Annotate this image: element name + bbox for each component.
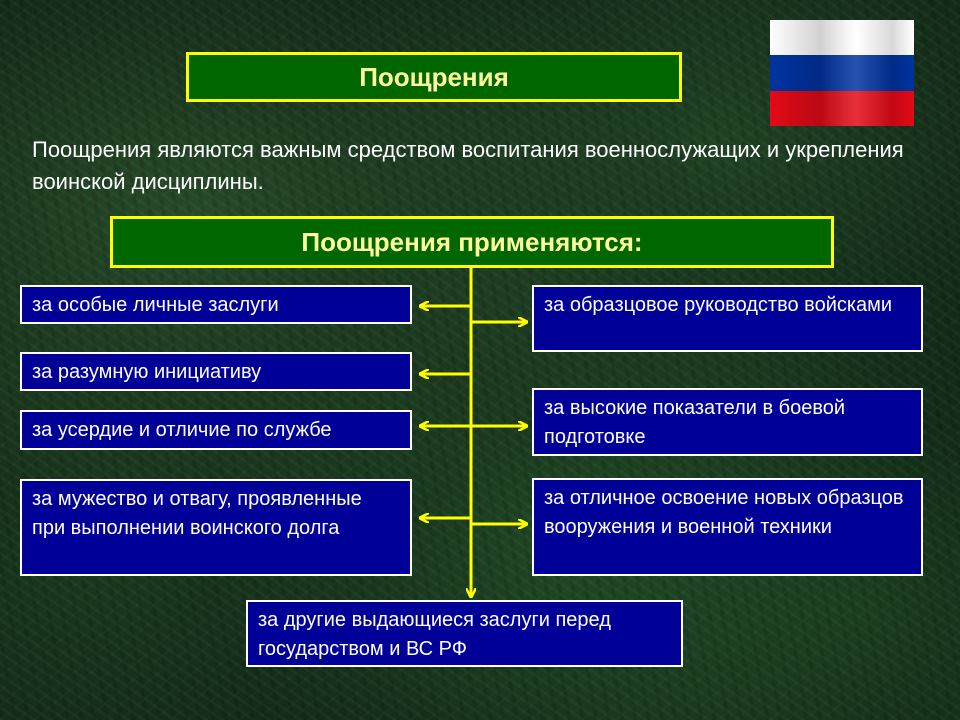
left-item-2: за разумную инициативу — [20, 352, 412, 391]
right-item-2: за высокие показатели в боевой подготовк… — [532, 388, 923, 456]
subtitle-header: Поощрения применяются: — [110, 216, 834, 268]
slide-title: Поощрения — [186, 52, 682, 102]
left-item-3: за усердие и отличие по службе — [20, 410, 412, 450]
subtitle-text: Поощрения применяются: — [301, 226, 643, 257]
left-item-1: за особые личные заслуги — [20, 285, 412, 324]
left-item-4: за мужество и отвагу, проявленные при вы… — [20, 479, 412, 576]
bottom-item: за другие выдающиеся заслуги перед госуд… — [246, 600, 683, 667]
right-item-3: за отличное освоение новых образцов воор… — [532, 478, 923, 576]
slide-title-text: Поощрения — [359, 61, 509, 92]
russian-flag-icon — [770, 20, 914, 126]
right-item-1: за образцовое руководство войсками — [532, 285, 923, 352]
intro-text: Поощрения являются важным средством восп… — [32, 137, 904, 194]
